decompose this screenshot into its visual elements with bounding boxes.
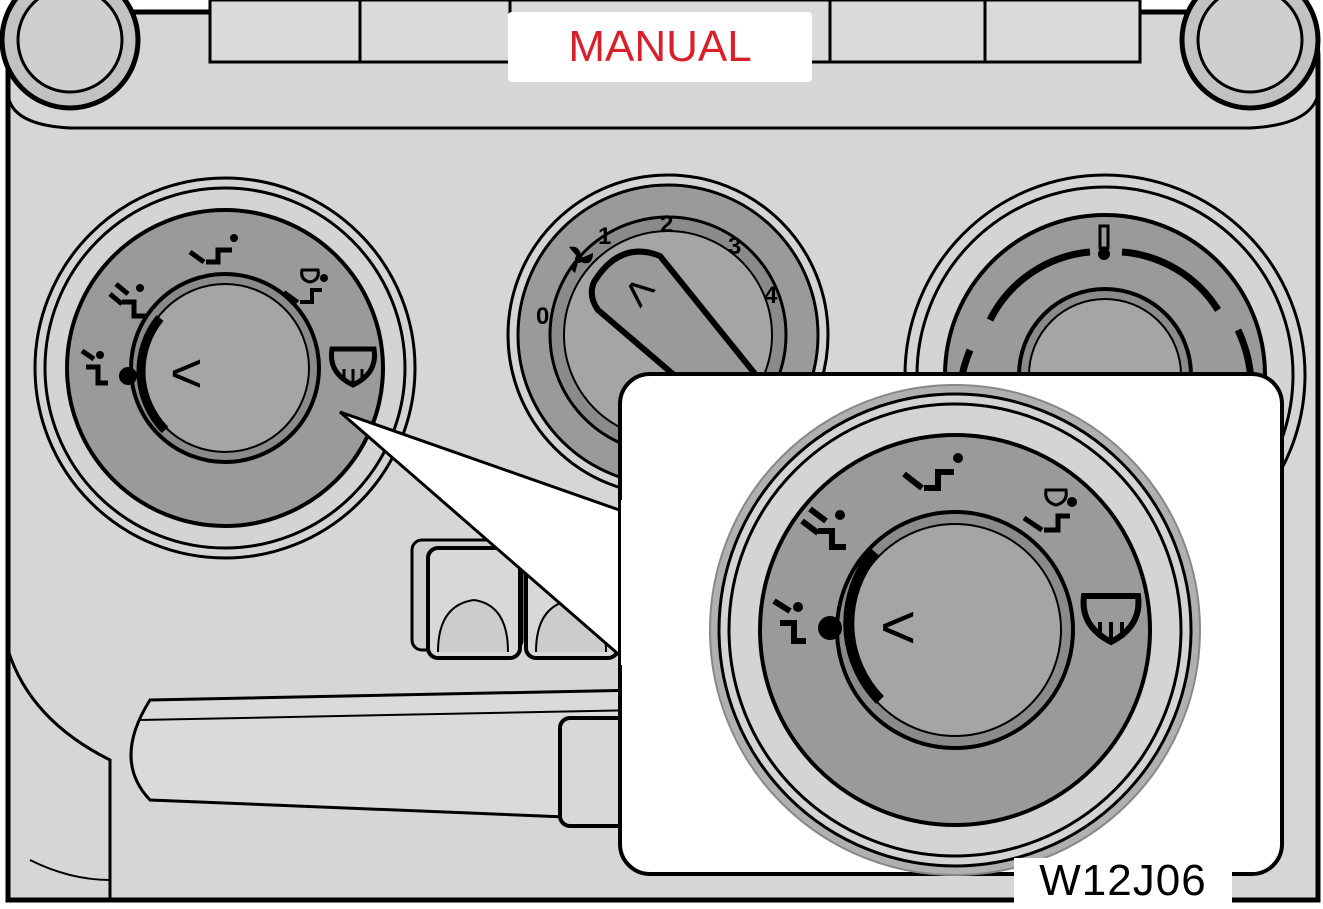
- windshield-defrost-icon: [328, 346, 378, 388]
- zoom-pointer-symbol: <: [880, 593, 916, 662]
- face-vent-icon: [80, 348, 108, 386]
- fan-speed-3: 3: [728, 233, 741, 260]
- feet-vent-icon: [188, 234, 238, 265]
- fan-knob-pointer[interactable]: [588, 248, 765, 414]
- feet-and-defrost-vent-icon: [282, 268, 328, 304]
- zoom-callout: <: [339, 372, 1284, 876]
- fan-speed-2: 2: [660, 211, 673, 238]
- face-and-feet-vent-icon: [108, 282, 146, 319]
- zoom-windshield-defrost-icon: [1080, 593, 1142, 646]
- thermometer-icon: [1098, 224, 1110, 260]
- fan-icon: [569, 246, 593, 273]
- fan-speed-4: 4: [764, 282, 778, 309]
- zoom-feet-and-defrost-vent-icon: [1022, 488, 1077, 533]
- mode-label: MANUAL: [508, 12, 812, 82]
- mode-dial[interactable]: <: [33, 176, 417, 560]
- zoom-face-and-feet-vent-icon: [800, 506, 846, 550]
- fan-speed-1: 1: [598, 223, 611, 250]
- storage-tray: [129, 688, 642, 822]
- figure-code: W12J06: [1014, 856, 1232, 905]
- zoom-feet-vent-icon: [902, 453, 963, 491]
- fan-speed-0: 0: [536, 303, 549, 330]
- mode-pointer-symbol: <: [170, 341, 203, 404]
- zoom-face-vent-icon: [772, 598, 806, 644]
